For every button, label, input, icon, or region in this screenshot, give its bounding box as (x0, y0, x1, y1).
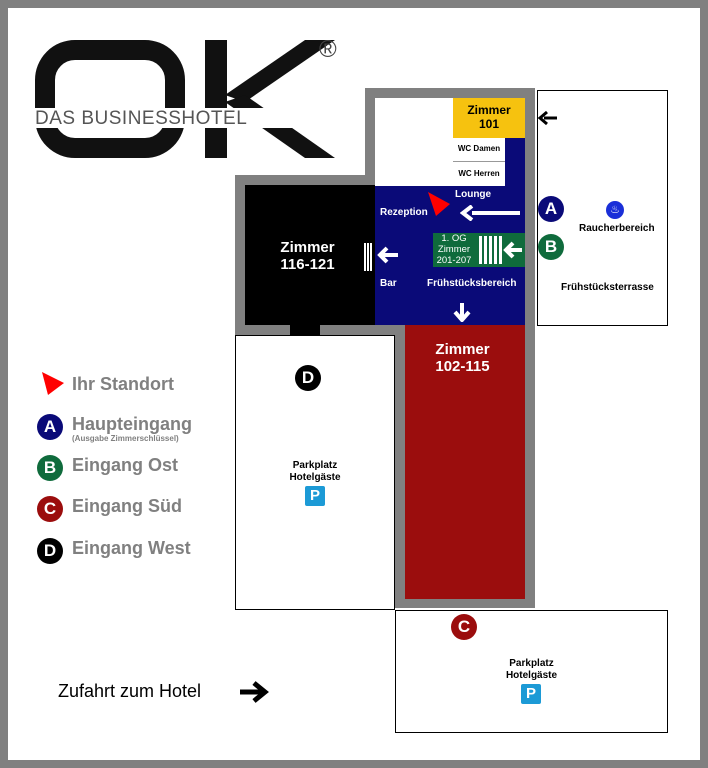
registered-mark: ® (319, 36, 337, 63)
arrow-down-icon (453, 303, 471, 322)
legend-d-icon: D (37, 538, 63, 564)
logo-k-stem (205, 40, 227, 158)
terrasse-label: Frühstücksterrasse (561, 282, 654, 293)
legend-standort: Ihr Standort (72, 374, 174, 394)
logo-tagline: DAS BUSINESSHOTEL (35, 108, 248, 129)
legend-d: Eingang West (72, 538, 191, 558)
arrow-left-icon (537, 110, 557, 126)
arrow-left-icon (460, 205, 520, 221)
entrance-c-marker: C (451, 614, 477, 640)
wc-damen-label: WC Damen (457, 144, 501, 153)
lobby-strip (505, 138, 525, 186)
you-are-here-icon (428, 192, 450, 216)
legend-c: Eingang Süd (72, 496, 182, 516)
wc-herren: WC Herren (453, 162, 505, 186)
smoking-area-icon: ♨ (606, 201, 624, 219)
parking-icon: P (521, 684, 541, 704)
wc-herren-label: WC Herren (458, 169, 500, 178)
bar-label: Bar (380, 278, 397, 289)
you-are-here-icon (42, 372, 64, 395)
entrance-d-marker: D (295, 365, 321, 391)
legend-b: Eingang Ost (72, 455, 179, 475)
logo-tagline-bg (33, 108, 325, 128)
legend-c-icon: C (37, 496, 63, 522)
wc-damen: WC Damen (453, 138, 505, 162)
parking-icon: P (305, 486, 325, 506)
logo-k-arms (225, 40, 335, 158)
logo: DAS BUSINESSHOTEL ® (33, 36, 337, 160)
legend-a: Haupteingang (72, 414, 192, 434)
raucher-label: Raucherbereich (579, 223, 655, 234)
logo-o (35, 40, 185, 158)
fruehstueck-label: Frühstücksbereich (427, 278, 517, 289)
legend-a-icon: A (37, 414, 63, 440)
legend-a-sub: (Ausgabe Zimmerschlüssel) (72, 434, 179, 443)
rezeption-label: Rezeption (380, 207, 428, 218)
legend-b-icon: B (37, 455, 63, 481)
zufahrt-label: Zufahrt zum Hotel (58, 681, 202, 701)
arrow-left-icon (377, 246, 398, 264)
entrance-b-marker: B (538, 234, 564, 260)
stairs-icon (364, 243, 372, 271)
entrance-a-marker: A (538, 196, 564, 222)
arrow-left-icon (503, 241, 522, 259)
lounge-label: Lounge (455, 189, 492, 200)
stairs-icon (479, 236, 502, 264)
arrow-right-icon (240, 681, 269, 703)
parking-south (395, 610, 668, 733)
